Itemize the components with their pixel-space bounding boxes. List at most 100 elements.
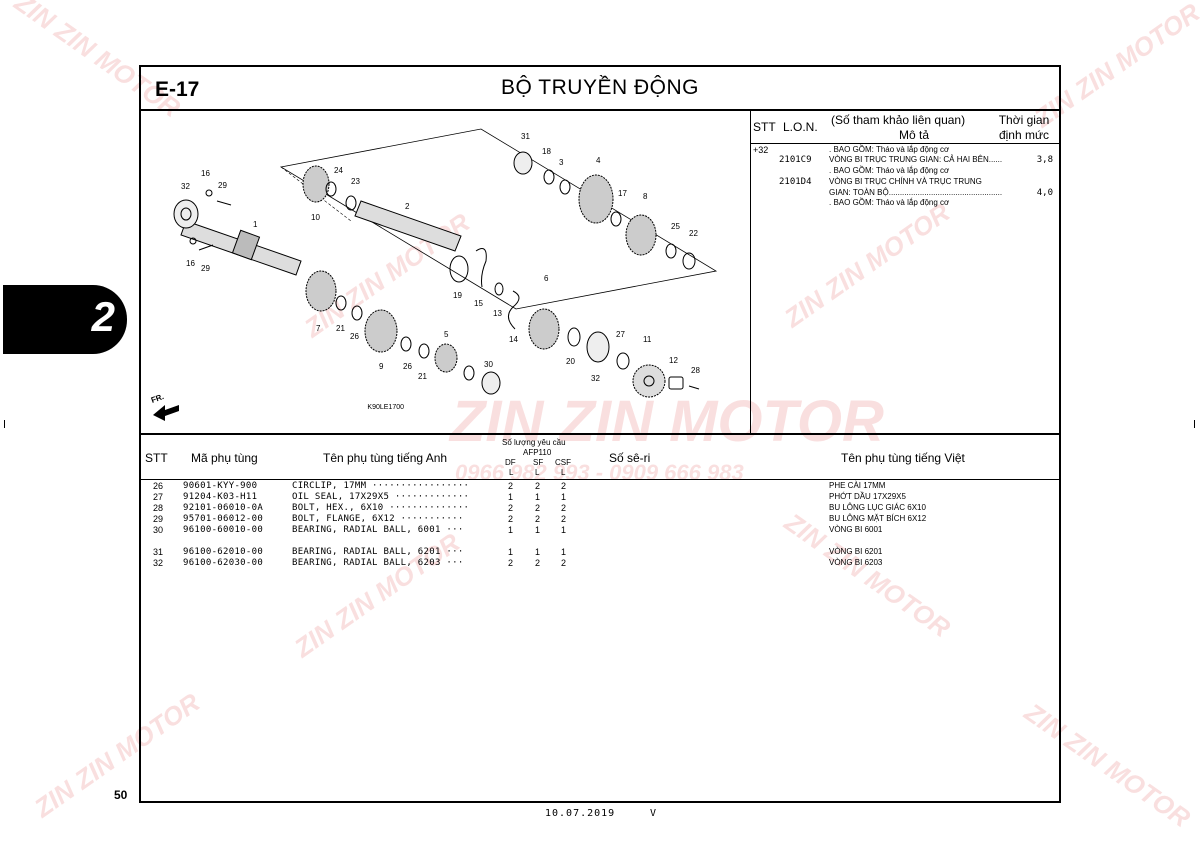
register-mark-right [1194, 420, 1195, 428]
callout-31: 31 [521, 132, 530, 141]
register-mark-left [4, 420, 5, 428]
cell-name-en: BOLT, HEX., 6X10 ·············· [292, 503, 470, 513]
cell-part-no: 96100-62010-00 [183, 547, 264, 557]
col-variant-df: DF [505, 458, 516, 467]
ref-entry-stt: +32 [753, 145, 769, 155]
callout-32-top: 32 [181, 182, 190, 191]
cell-stt: 32 [153, 558, 164, 568]
callout-18: 18 [542, 147, 551, 156]
callout-15: 15 [474, 299, 483, 308]
cell-name-vi: VÒNG BI 6203 [829, 558, 883, 567]
cell-name-vi: PHỚT DẦU 17X29X5 [829, 492, 906, 501]
col-unit-sf: L [535, 468, 540, 477]
table-row: 30 96100-60010-00 BEARING, RADIAL BALL, … [141, 525, 1059, 536]
callout-27: 27 [616, 330, 625, 339]
callout-24: 24 [334, 166, 343, 175]
cell-df: 2 [508, 514, 514, 524]
callout-13: 13 [493, 309, 502, 318]
cell-name-en: BEARING, RADIAL BALL, 6201 ··· [292, 547, 464, 557]
parts-table-header: STT Mã phụ tùng Tên phụ tùng tiếng Anh S… [141, 433, 1059, 480]
callout-16-top: 16 [201, 169, 210, 178]
cell-part-no: 92101-06010-0A [183, 503, 264, 513]
callout-12: 12 [669, 356, 678, 365]
cell-name-en: BOLT, FLANGE, 6X12 ··········· [292, 514, 464, 524]
cell-df: 2 [508, 481, 514, 491]
cell-name-vi: VÒNG BI 6001 [829, 525, 883, 534]
cell-df: 2 [508, 558, 514, 568]
col-unit-csf: L [561, 468, 566, 477]
col-qty: Số lượng yêu cầu [502, 438, 566, 447]
table-row: 29 95701-06012-00 BOLT, FLANGE, 6X12 ···… [141, 514, 1059, 525]
cell-name-vi: BU LÔNG MẶT BÍCH 6X12 [829, 514, 927, 523]
col-variant-sf: SF [533, 458, 544, 467]
ref-entry-desc: . BAO GỒM: Tháo và lắp động cơ [829, 198, 950, 207]
ref-entry-desc: . BAO GỒM: Tháo và lắp động cơ [829, 166, 950, 175]
callout-2: 2 [405, 202, 410, 211]
ref-entry-desc: VÒNG BI TRỤC TRUNG GIAN: CẢ HAI BÊN.....… [829, 155, 1003, 164]
cell-sf: 1 [535, 492, 541, 502]
ref-col-lon: L.O.N. [783, 120, 818, 134]
col-name-vi: Tên phụ tùng tiếng Việt [841, 451, 965, 465]
cell-part-no: 96100-60010-00 [183, 525, 264, 535]
cell-sf: 2 [535, 503, 541, 513]
cell-csf: 1 [561, 492, 567, 502]
cell-part-no: 91204-K03-H11 [183, 492, 258, 502]
cell-df: 1 [508, 547, 514, 557]
cell-stt: 27 [153, 492, 164, 502]
callout-6: 6 [544, 274, 549, 283]
diagram-reference-code: K90LE1700 [367, 404, 404, 411]
ref-entry-desc: VÒNG BI TRỤC CHÍNH VÀ TRỤC TRUNG [829, 177, 982, 186]
cell-sf: 2 [535, 558, 541, 568]
cell-stt: 30 [153, 525, 164, 535]
callout-19: 19 [453, 291, 462, 300]
ref-col-desc: Mô tả [899, 128, 930, 142]
col-name-en: Tên phụ tùng tiếng Anh [323, 451, 448, 465]
cell-csf: 2 [561, 558, 567, 568]
col-stt: STT [145, 451, 168, 465]
callout-22: 22 [689, 229, 698, 238]
callout-23: 23 [351, 177, 360, 186]
cell-sf: 1 [535, 547, 541, 557]
cell-name-vi: BU LÔNG LỤC GIÁC 6X10 [829, 503, 926, 512]
col-part-no: Mã phụ tùng [191, 451, 258, 465]
cell-part-no: 90601-KYY-900 [183, 481, 258, 491]
cell-df: 1 [508, 492, 514, 502]
callout-1: 1 [253, 220, 258, 229]
ref-col-time: Thời gian định mức [998, 113, 1050, 142]
cell-sf: 1 [535, 525, 541, 535]
col-serial: Số sê-ri [609, 451, 651, 465]
cell-sf: 2 [535, 481, 541, 491]
callout-26-right: 26 [403, 362, 412, 371]
cell-stt: 31 [153, 547, 164, 557]
col-model: AFP110 [523, 448, 552, 457]
cell-name-vi: VÒNG BI 6201 [829, 547, 883, 556]
table-row: 31 96100-62010-00 BEARING, RADIAL BALL, … [141, 547, 1059, 558]
page-header: E-17 BỘ TRUYỀN ĐỘNG [141, 67, 1059, 111]
table-row: 28 92101-06010-0A BOLT, HEX., 6X10 ·····… [141, 503, 1059, 514]
callout-9: 9 [379, 362, 384, 371]
cell-csf: 2 [561, 481, 567, 491]
callout-5: 5 [444, 330, 449, 339]
cell-csf: 2 [561, 514, 567, 524]
callout-30: 30 [484, 360, 493, 369]
callout-8: 8 [643, 192, 648, 201]
callout-20: 20 [566, 357, 575, 366]
ref-header-divider [751, 143, 1059, 144]
callout-26-left: 26 [350, 332, 359, 341]
callout-29-top: 29 [218, 181, 227, 190]
ref-entry-time: 4,0 [1036, 188, 1053, 198]
col-variant-csf: CSF [555, 458, 571, 467]
callout-25: 25 [671, 222, 680, 231]
labor-reference-panel: STT L.O.N. (Số tham khảo liên quan) Mô t… [751, 111, 1059, 433]
callout-21-left: 21 [336, 324, 345, 333]
cell-name-en: CIRCLIP, 17MM ················· [292, 481, 470, 491]
cell-name-en: OIL SEAL, 17X29X5 ············· [292, 492, 470, 502]
callout-4: 4 [596, 156, 601, 165]
col-unit-df: L [509, 468, 514, 477]
callout-29-bottom: 29 [201, 264, 210, 273]
ref-entry-time: 3,8 [1036, 155, 1053, 165]
cell-name-en: BEARING, RADIAL BALL, 6203 ··· [292, 558, 464, 568]
callout-3: 3 [559, 158, 564, 167]
page-number: 50 [114, 788, 128, 802]
callout-16-bottom: 16 [186, 259, 195, 268]
